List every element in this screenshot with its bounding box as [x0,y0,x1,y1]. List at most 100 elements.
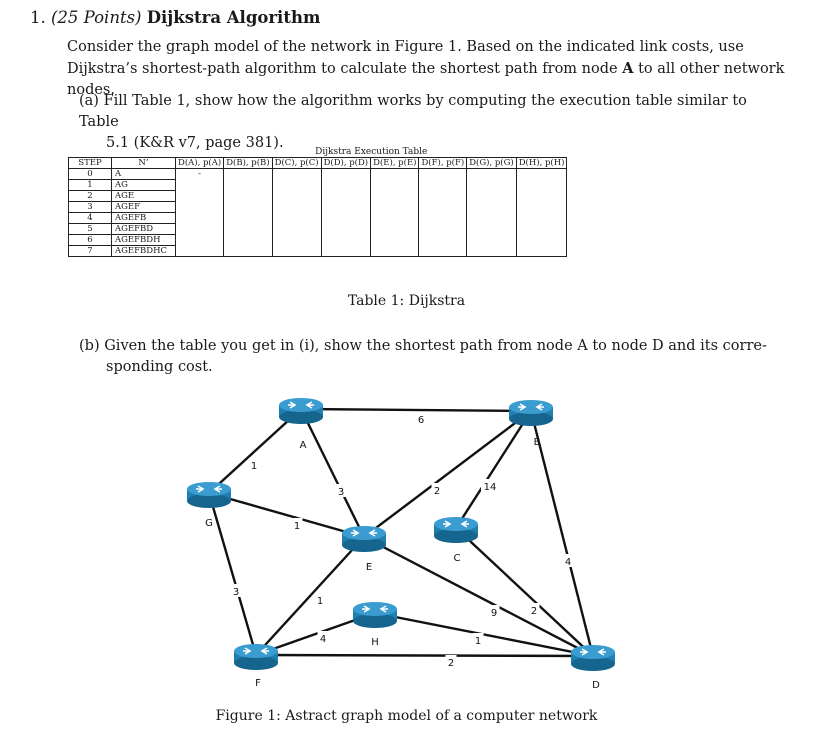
edge-cost-label: 3 [233,587,239,598]
distance-cell[interactable] [466,245,517,257]
distance-cell[interactable] [515,168,568,180]
distance-cell[interactable] [370,245,420,257]
distance-cell[interactable] [223,212,273,224]
distance-cell[interactable] [271,168,322,180]
intro-text-1: Consider the graph model of the network … [67,39,744,77]
distance-cell[interactable] [466,190,517,202]
edge-cost-label: 4 [320,634,326,645]
distance-cell[interactable] [515,201,568,213]
part-a-line1: Fill Table 1, show how the algorithm wor… [79,93,747,130]
distance-cell[interactable] [418,201,468,213]
distance-cell[interactable] [174,190,225,202]
distance-cell[interactable] [515,190,568,202]
distance-cell[interactable] [320,212,372,224]
node-label: G [205,518,213,529]
distance-cell[interactable] [271,190,322,202]
edge-cost-label: 3 [338,487,344,498]
header-dd: D(D), p(D) [320,157,372,169]
distance-cell[interactable] [370,223,420,235]
distance-cell[interactable] [418,190,468,202]
distance-cell[interactable] [466,168,517,180]
distance-cell[interactable] [223,245,273,257]
table-title: Dijkstra Execution Table [315,147,428,157]
edge-A-B [300,407,532,413]
distance-cell[interactable] [466,179,517,191]
distance-cell[interactable] [515,212,568,224]
distance-cell[interactable] [515,234,568,246]
distance-cell[interactable] [320,234,372,246]
cost-label-bg [445,655,457,668]
distance-cell[interactable] [223,234,273,246]
n-prime-cell: AGEF [111,201,176,213]
distance-cell[interactable] [418,168,468,180]
distance-cell[interactable] [370,190,420,202]
distance-cell[interactable] [271,201,322,213]
distance-cell[interactable] [271,223,322,235]
distance-cell[interactable] [271,212,322,224]
distance-cell[interactable] [418,223,468,235]
distance-cell[interactable] [320,190,372,202]
distance-cell[interactable] [223,190,273,202]
distance-cell[interactable] [466,212,517,224]
router-node-F [234,644,278,670]
step-cell: 5 [68,223,112,235]
router-node-D [571,645,615,671]
distance-cell[interactable] [370,212,420,224]
router-node-C [434,517,478,543]
n-prime-cell: A [111,168,176,180]
distance-cell[interactable] [418,245,468,257]
step-cell: 3 [68,201,112,213]
distance-cell[interactable] [320,168,372,180]
edge-A-G [208,408,302,494]
distance-cell[interactable] [320,245,372,257]
node-label: C [454,553,461,564]
edge-cost-label: 6 [418,415,424,426]
distance-cell[interactable] [174,223,225,235]
distance-cell[interactable] [418,234,468,246]
n-prime-cell: AGE [111,190,176,202]
distance-cell[interactable] [223,223,273,235]
step-cell: 1 [68,179,112,191]
part-b-label: (b) [79,338,100,354]
step-cell: 6 [68,234,112,246]
edge-H-D [374,611,594,658]
distance-cell[interactable] [271,245,322,257]
distance-cell[interactable] [174,234,225,246]
cost-label-bg [314,593,326,606]
distance-cell[interactable] [515,223,568,235]
distance-cell[interactable] [466,234,517,246]
distance-cell[interactable] [370,168,420,180]
distance-cell[interactable] [174,212,225,224]
distance-cell[interactable]: - [174,168,225,180]
distance-cell[interactable] [174,179,225,191]
router-node-E [342,526,386,552]
distance-cell[interactable] [174,201,225,213]
distance-cell[interactable] [515,245,568,257]
distance-cell[interactable] [223,201,273,213]
header-dh: D(H), p(H) [515,157,568,169]
node-label: F [255,678,261,689]
distance-cell[interactable] [466,201,517,213]
distance-cell[interactable] [223,168,273,180]
distance-cell[interactable] [174,245,225,257]
distance-cell[interactable] [370,234,420,246]
distance-cell[interactable] [271,234,322,246]
distance-cell[interactable] [418,179,468,191]
cost-label-bg [472,633,484,646]
distance-cell[interactable] [466,223,517,235]
distance-cell[interactable] [271,179,322,191]
distance-cell[interactable] [320,179,372,191]
distance-cell[interactable] [320,201,372,213]
distance-cell[interactable] [515,179,568,191]
distance-cell[interactable] [320,223,372,235]
router-node-H [353,602,397,628]
distance-cell[interactable] [370,179,420,191]
distance-cell[interactable] [370,201,420,213]
edge-C-D [455,527,594,657]
cost-label-bg [431,483,443,496]
distance-cell[interactable] [223,179,273,191]
step-cell: 0 [68,168,112,180]
distance-cell[interactable] [418,212,468,224]
